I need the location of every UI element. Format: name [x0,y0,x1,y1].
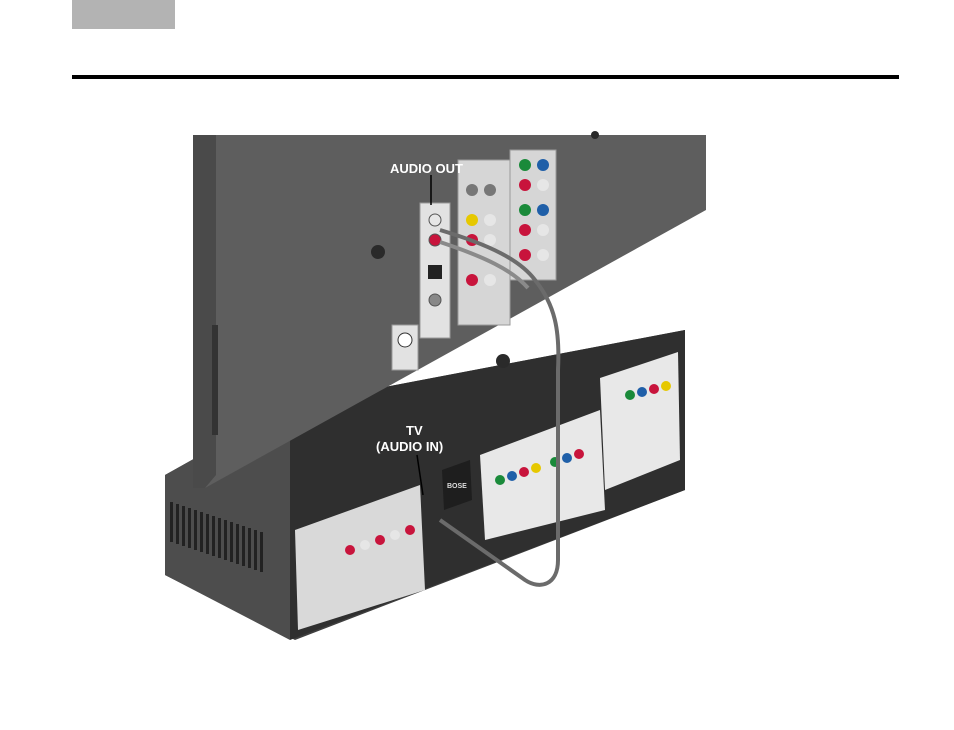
section-tab-marker [72,0,175,29]
tv-audio-in-label-line1: TV [406,423,423,438]
connection-diagram: BOSE [160,130,710,645]
tv-audio-in-label-line2: (AUDIO IN) [376,439,443,454]
header-rule [72,75,899,79]
audio-out-label: AUDIO OUT [390,161,463,176]
brand-label: BOSE [447,483,467,490]
